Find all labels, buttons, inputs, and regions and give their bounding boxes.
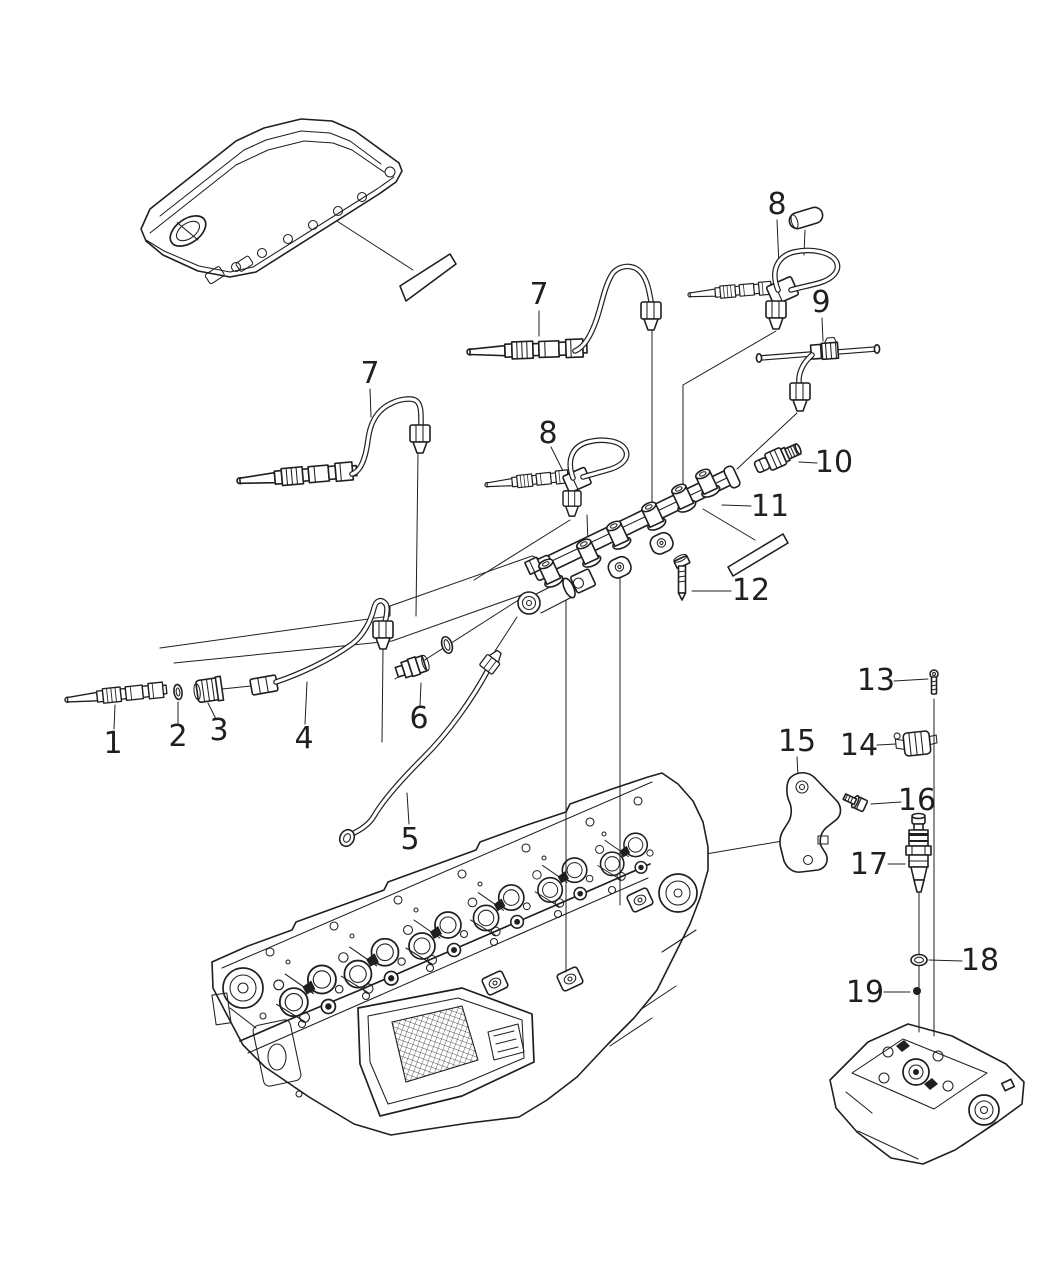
callout-7b: 7 xyxy=(529,277,549,312)
callout-8a: 8 xyxy=(767,187,787,222)
callout-18: 18 xyxy=(960,943,1000,978)
fuel-drain-tube xyxy=(338,646,507,848)
callout-3: 3 xyxy=(209,713,229,748)
fuel-line-9 xyxy=(755,336,881,412)
oring-seal xyxy=(440,635,454,655)
line-cap xyxy=(788,206,824,230)
oil-filler-cap xyxy=(169,215,207,247)
callout-1: 1 xyxy=(103,726,123,761)
callout-8b: 8 xyxy=(538,416,558,451)
retaining-pin xyxy=(929,669,939,695)
fuel-line-8-rear xyxy=(686,206,841,330)
fuel-supply-tube xyxy=(249,597,394,696)
drop-lines xyxy=(565,565,935,1037)
callout-5: 5 xyxy=(400,822,420,857)
bracket-bolt xyxy=(842,793,869,813)
fuel-line-8-mid xyxy=(483,437,630,517)
support-bracket xyxy=(779,771,842,873)
valve-cover xyxy=(140,118,403,285)
cover-label-plate xyxy=(399,253,457,302)
callout-11: 11 xyxy=(750,489,790,524)
fuel-line-7-mid xyxy=(465,263,662,362)
fuel-rail xyxy=(517,465,741,615)
cylinder-head xyxy=(211,772,709,1136)
connector-fitting xyxy=(394,654,430,679)
pressure-sensor xyxy=(753,443,802,474)
callout-16: 16 xyxy=(897,783,937,818)
cylinder-head-section xyxy=(829,1023,1025,1165)
callout-12: 12 xyxy=(731,573,771,608)
callout-6: 6 xyxy=(409,701,429,736)
callout-2: 2 xyxy=(168,719,188,754)
sealing-washer xyxy=(173,683,183,701)
callout-13: 13 xyxy=(856,663,896,698)
check-ball xyxy=(913,987,921,995)
callout-4: 4 xyxy=(294,721,314,756)
callout-10: 10 xyxy=(814,445,854,480)
injector-connector xyxy=(193,675,225,703)
fuel-line-7-front xyxy=(235,396,431,491)
injector-oring xyxy=(910,953,928,967)
rail-mount-bolt xyxy=(673,553,691,601)
callout-14: 14 xyxy=(839,728,879,763)
callout-7a: 7 xyxy=(360,356,380,391)
callout-9: 9 xyxy=(811,285,831,320)
fuel-injector xyxy=(905,812,932,893)
injector-assembly xyxy=(63,681,168,709)
callout-15: 15 xyxy=(777,724,817,759)
rail-label-plate xyxy=(727,533,789,577)
injector-clamp xyxy=(893,730,938,757)
callout-17: 17 xyxy=(849,847,889,882)
callout-19: 19 xyxy=(845,975,885,1010)
